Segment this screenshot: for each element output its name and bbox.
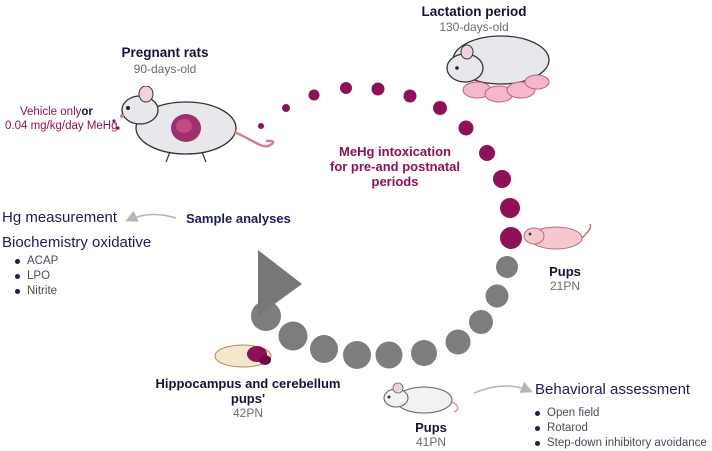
pups41-title: Pups xyxy=(415,420,447,435)
gray-dot xyxy=(445,329,471,355)
list-item: LPO xyxy=(14,269,58,284)
pups21-age: 21PN xyxy=(549,279,581,293)
intoxication-line3: periods xyxy=(371,174,419,189)
purple-dot xyxy=(308,89,320,101)
or-text: or xyxy=(81,106,93,118)
pup-21pn-icon xyxy=(523,223,592,250)
sample-analyses: Sample analyses xyxy=(186,211,291,226)
list-item: Open field xyxy=(534,406,707,421)
purple-dot xyxy=(371,82,385,96)
purple-dot xyxy=(340,82,352,94)
purple-dot xyxy=(500,198,520,218)
gray-dot xyxy=(411,340,437,366)
purple-dot xyxy=(479,145,495,161)
biochem-title: Biochemistry oxidative xyxy=(2,234,152,251)
pup-41pn-icon xyxy=(383,382,459,414)
hippocampus-line2: pups' xyxy=(230,391,266,406)
gray-dot xyxy=(496,256,518,278)
hippocampus-line1: Hippocampus and cerebellum xyxy=(155,376,341,391)
pups21-title: Pups xyxy=(549,264,581,279)
treatment-line1: Vehicle onlyor xyxy=(20,106,93,118)
vehicle-text: Vehicle only xyxy=(20,106,82,118)
hippocampus-age: 42PN xyxy=(232,406,264,420)
dose-text: 0.04 mg/kg/day MeHg xyxy=(5,120,118,132)
hg-measurement: Hg measurement xyxy=(2,209,118,226)
biochem-list: ACAP LPO Nitrite xyxy=(14,254,58,299)
gray-dot xyxy=(469,310,493,334)
behavioral-title: Behavioral assessment xyxy=(535,381,691,398)
purple-dot xyxy=(458,120,474,136)
purple-dot xyxy=(403,89,417,103)
pups41-age: 41PN xyxy=(415,435,447,449)
pregnant-title: Pregnant rats xyxy=(121,45,209,60)
purple-dot xyxy=(258,123,264,129)
intoxication-line1: MeHg intoxication xyxy=(339,144,451,159)
purple-dot xyxy=(433,101,447,115)
gray-dot xyxy=(278,321,308,351)
gray-dot xyxy=(485,284,509,308)
list-item: ACAP xyxy=(14,254,58,269)
pregnant-age: 90-days-old xyxy=(133,62,197,76)
purple-dot xyxy=(493,170,511,188)
list-item: Step-down inhibitory avoidance xyxy=(534,436,707,451)
intoxication-line2: for pre-and postnatal xyxy=(329,159,461,174)
list-item: Rotarod xyxy=(534,421,707,436)
arrow-to-behavior xyxy=(473,381,533,394)
brain-icon xyxy=(214,344,272,368)
gray-dot xyxy=(375,341,403,369)
big-arrowhead xyxy=(258,250,302,316)
treatment-dot xyxy=(116,126,120,130)
lactation-age: 130-days-old xyxy=(439,20,509,34)
arrow-to-hg xyxy=(125,210,177,222)
lactation-title: Lactation period xyxy=(421,4,527,19)
purple-dot xyxy=(500,227,522,249)
behavioral-list: Open field Rotarod Step-down inhibitory … xyxy=(534,406,707,451)
pregnant-rat-icon xyxy=(120,86,275,163)
purple-dot xyxy=(282,104,290,112)
gray-dot xyxy=(310,335,338,363)
treatment-dot xyxy=(112,119,116,123)
gray-dot xyxy=(343,341,371,369)
nursing-rat-icon xyxy=(446,35,550,103)
list-item: Nitrite xyxy=(14,284,58,299)
